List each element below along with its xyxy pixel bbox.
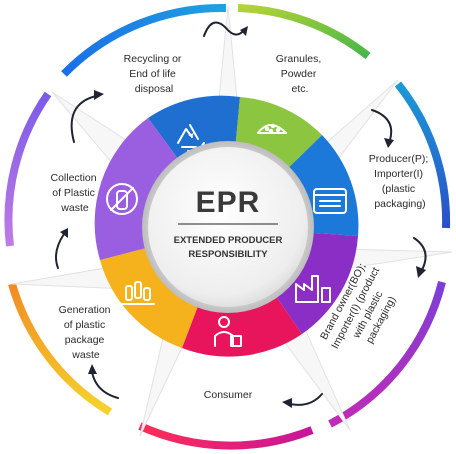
ring-segment-blue (394, 81, 451, 229)
arrow-granules-to-producer (371, 109, 394, 148)
ring-segment-violet (4, 91, 52, 247)
label-generation: Generation of plastic package waste (59, 304, 114, 361)
plastic-container-icon (313, 188, 347, 214)
ring-segment-purple (328, 281, 446, 428)
arrow-collection-to-recycling (70, 90, 104, 143)
arrow-recycling-to-granules (203, 21, 248, 37)
ring-segment-green (237, 4, 371, 60)
ring-segment-topblue (61, 3, 227, 77)
arrow-generation-to-collection (55, 228, 68, 269)
arrow-consumer-to-generation (88, 364, 119, 399)
label-granules: Granules, Powder etc. (276, 53, 324, 95)
center-hub: EPR EXTENDED PRODUCER RESPONSIBILITY (142, 141, 314, 313)
label-collection: Collection of Plastic waste (50, 172, 99, 214)
waste-bottles-icon (121, 281, 155, 305)
center-subtitle-line1: EXTENDED PRODUCER (174, 235, 283, 246)
label-consumer: Consumer (204, 389, 253, 401)
label-recycling: Recycling or End of life disposal (124, 53, 185, 95)
ring-segment-pink (138, 422, 314, 450)
consumer-icon (214, 316, 242, 347)
factory-icon (295, 275, 331, 303)
center-subtitle-line2: RESPONSIBILITY (188, 249, 268, 260)
label-producer: Producer(P); Importer(I) (plastic packag… (369, 153, 431, 210)
outer-ring (4, 3, 451, 450)
arrow-brand-owner-to-consumer (282, 393, 323, 408)
stage-labels: Recycling or End of life disposal Granul… (50, 53, 431, 401)
arrow-producer-to-brand-owner (413, 237, 427, 278)
ring-segment-yellow (8, 282, 113, 416)
center-title: EPR (196, 186, 261, 219)
granules-pile-icon (257, 123, 287, 134)
cycle-arrows (55, 21, 427, 408)
no-bottle-icon (106, 183, 138, 215)
